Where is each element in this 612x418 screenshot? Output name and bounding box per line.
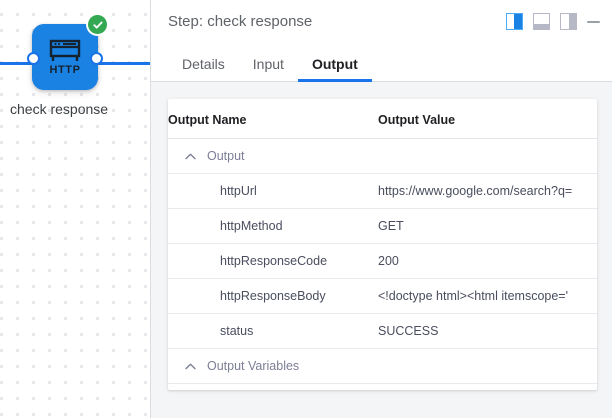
chevron-up-icon[interactable] [185,153,196,160]
group-label-output: Output [207,149,245,163]
table-row[interactable]: httpUrl https://www.google.com/search?q= [168,173,597,209]
table-header-row: Output Name Output Value [168,99,597,139]
cell-output-value: 200 [378,243,597,279]
node-output-port[interactable] [90,52,103,65]
layout-bottom-icon[interactable] [533,12,550,30]
panel-title: Step: check response [168,12,313,30]
cell-output-name: httpResponseCode [168,243,378,279]
panel-actions [506,12,602,30]
table-group-row[interactable]: Output Variables [168,348,597,384]
tab-details[interactable]: Details [182,56,225,72]
workflow-canvas[interactable]: HTTP check response [0,0,151,418]
cell-output-value: 200 [378,384,597,391]
workflow-node-check-response[interactable]: HTTP [27,15,107,90]
step-details-panel: Step: check response Details Input Outpu… [151,0,612,418]
cell-output-value: GET [378,208,597,244]
minimize-icon[interactable] [587,13,602,30]
node-caption: check response [10,101,109,117]
cell-output-name: httpResponseBody [168,278,378,314]
cell-output-name: httpMethod [168,208,378,244]
table-group-row[interactable]: Output [168,138,597,174]
output-table: Output Name Output Value Outp [168,99,597,390]
panel-body: Output Name Output Value Outp [151,82,612,418]
cell-output-name: httpUrl [168,173,378,209]
http-browser-icon [49,39,81,61]
cell-output-value: SUCCESS [378,313,597,349]
panel-tabs: Details Input Output [151,42,612,82]
column-header-output-name: Output Name [168,99,378,139]
node-input-port[interactable] [27,52,40,65]
layout-right-split-icon[interactable] [506,12,523,30]
cell-output-name: foo [168,384,378,391]
tab-input[interactable]: Input [252,56,284,72]
cell-output-value: https://www.google.com/search?q= [378,173,597,209]
group-label-output-variables: Output Variables [207,359,300,373]
cell-output-value: <!doctype html><html itemscope=' [378,278,597,314]
layout-right-icon[interactable] [560,12,577,30]
table-row[interactable]: foo 200 [168,384,597,391]
check-circle-icon [88,15,107,34]
column-header-output-value: Output Value [378,99,597,139]
node-type-label: HTTP [49,63,81,76]
panel-header: Step: check response [151,0,612,42]
table-row[interactable]: httpResponseBody <!doctype html><html it… [168,278,597,314]
table-row[interactable]: status SUCCESS [168,313,597,349]
node-body[interactable]: HTTP [27,15,107,90]
chevron-up-icon[interactable] [185,363,196,370]
cell-output-name: status [168,313,378,349]
table-row[interactable]: httpMethod GET [168,208,597,244]
table-row[interactable]: httpResponseCode 200 [168,243,597,279]
canvas-panel-divider[interactable] [150,0,151,418]
tab-output[interactable]: Output [297,56,372,82]
output-table-card: Output Name Output Value Outp [168,99,597,390]
